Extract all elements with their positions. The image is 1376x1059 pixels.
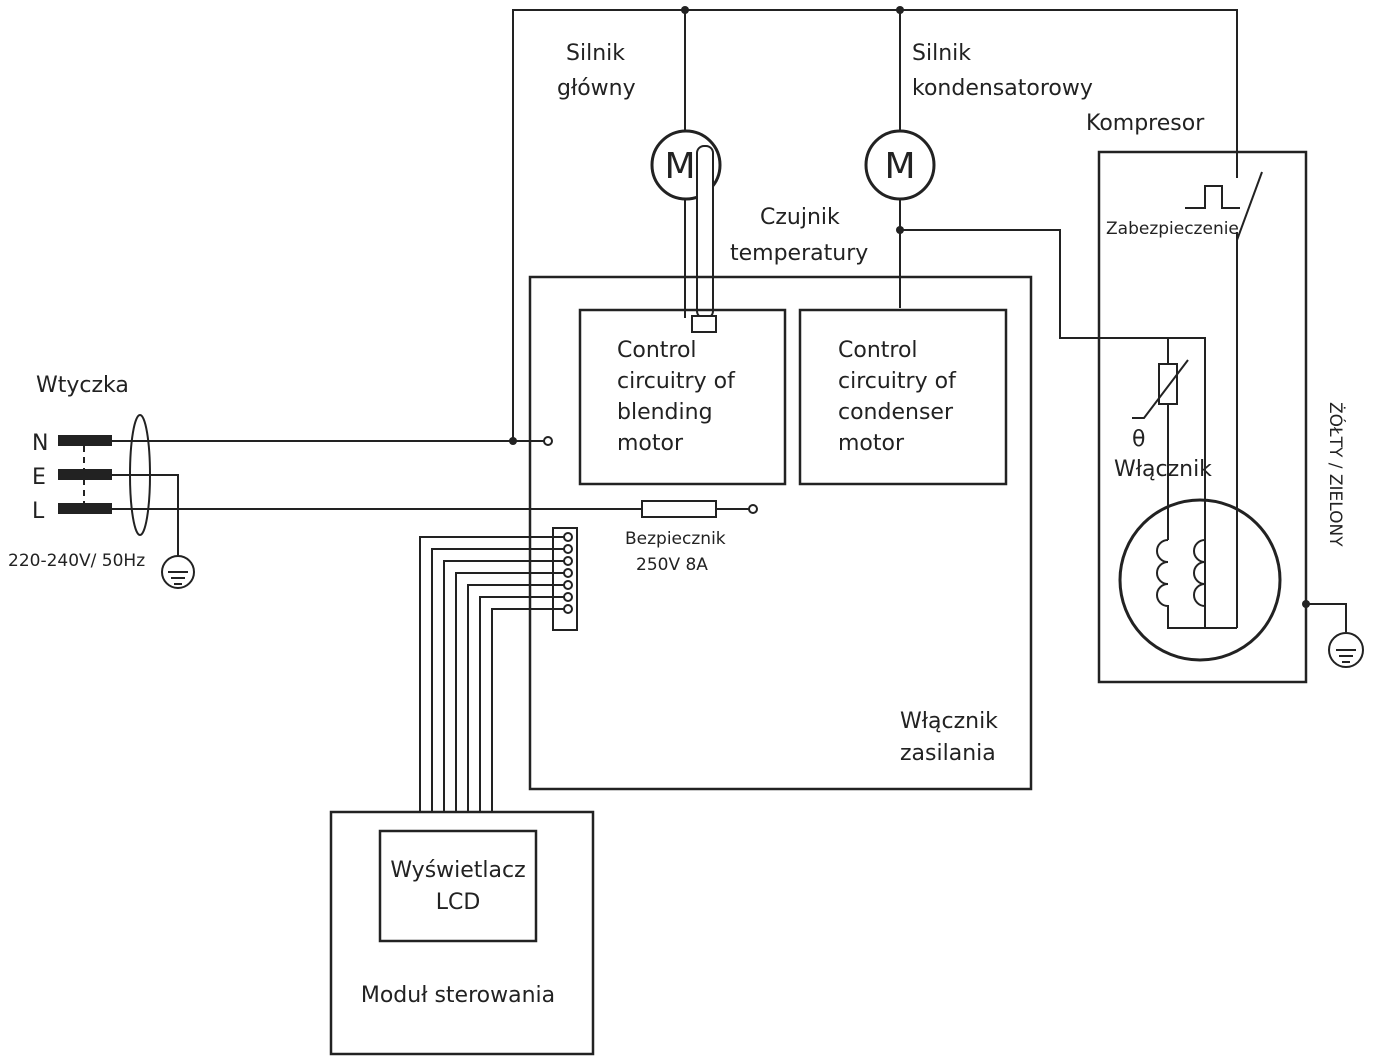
blending-box-line2: circuitry of: [617, 369, 736, 394]
ptc-starter: [1158, 363, 1178, 405]
fuse-label: Bezpiecznik: [625, 529, 726, 549]
top-bus-wire: [512, 9, 1238, 442]
compressor-motor-circle: [1118, 498, 1282, 662]
temperature-sensor-probe: [696, 145, 714, 319]
terminal: [748, 504, 758, 514]
pin-n: [58, 435, 112, 446]
pin-e-label: E: [32, 465, 46, 490]
compressor-winding-start: [1193, 539, 1206, 607]
condenser-control-box: [798, 308, 1008, 486]
main-motor-symbol: [650, 129, 722, 201]
main-motor-label-line2: główny: [557, 76, 636, 101]
power-switch-label-line2: zasilania: [900, 741, 996, 766]
compressor-winding-run: [1156, 539, 1237, 629]
pin-l-label: L: [32, 499, 45, 524]
connector-pins: [563, 532, 573, 614]
pin-e: [58, 469, 112, 480]
condenser-box-line2: circuitry of: [838, 369, 957, 394]
main-motor-letter: M: [664, 146, 695, 187]
fuse: [641, 500, 717, 518]
control-module-box: [329, 810, 595, 1056]
lcd-label-line1: Wyświetlacz: [390, 858, 525, 883]
plug-label: Wtyczka: [36, 373, 129, 398]
power-switch-label-line1: Włącznik: [900, 709, 998, 734]
main-motor-label-line1: Silnik: [566, 41, 625, 66]
compressor-ground-wire: [1306, 603, 1347, 632]
lcd-label-line2: LCD: [436, 890, 481, 915]
compressor-box: [1097, 150, 1308, 684]
sensor-label-line2: temperatury: [730, 241, 868, 266]
compressor-feed-wire: [900, 229, 1206, 628]
ground-icon: [161, 555, 195, 589]
theta-symbol: θ: [1132, 427, 1145, 452]
control-module-label: Moduł sterowania: [361, 983, 555, 1008]
condenser-box-line1: Control: [838, 338, 918, 363]
condenser-motor-symbol: [864, 129, 936, 201]
blending-box-line1: Control: [617, 338, 697, 363]
pin-l: [58, 503, 112, 514]
lcd-display-box: [378, 829, 538, 943]
ribbon-connector: [552, 527, 578, 631]
ground-color-label: ŻÓŁTY / ZIELONY: [1325, 402, 1347, 547]
sensor-label-line1: Czujnik: [760, 205, 840, 230]
ptc-starter-slash: [1132, 359, 1189, 419]
ground-icon: [1328, 632, 1364, 668]
condenser-motor-label-line1: Silnik: [912, 41, 971, 66]
voltage-label: 220-240V/ 50Hz: [8, 551, 145, 571]
fuse-rating: 250V 8A: [636, 555, 708, 575]
blending-box-line4: motor: [617, 431, 684, 456]
power-switch-box: [528, 275, 1033, 791]
earth-wire: [112, 474, 179, 556]
temperature-sensor-connector: [691, 315, 717, 333]
condenser-box-line4: motor: [838, 431, 905, 456]
protector-symbol: [1185, 185, 1240, 209]
terminal: [543, 436, 553, 446]
protector-label: Zabezpieczenie: [1106, 219, 1239, 239]
ribbon-cable: [419, 536, 564, 812]
junction-dot: [509, 437, 517, 445]
compressor-label: Kompresor: [1086, 111, 1205, 136]
pin-n-label: N: [32, 431, 48, 456]
blending-box-line3: blending: [617, 400, 713, 425]
starter-label: Włącznik: [1114, 457, 1212, 482]
blending-control-box: [578, 308, 787, 486]
condenser-box-line3: condenser: [838, 400, 954, 425]
protector-switch: [1236, 171, 1263, 241]
condenser-motor-letter: M: [884, 146, 915, 187]
condenser-motor-label-line2: kondensatorowy: [912, 76, 1093, 101]
